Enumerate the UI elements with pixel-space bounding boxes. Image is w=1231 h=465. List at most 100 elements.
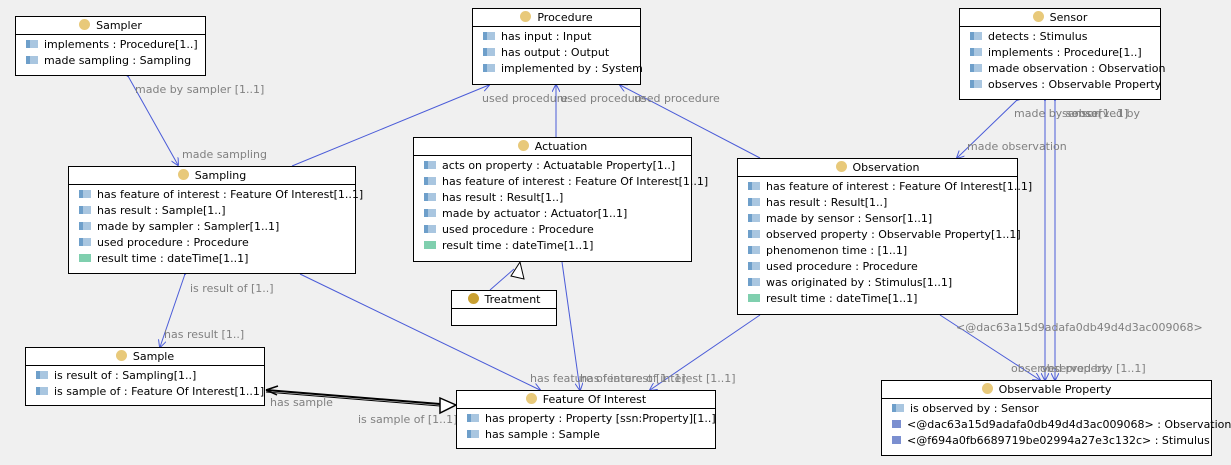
attribute-row[interactable]: implements : Procedure[1..] (960, 45, 1160, 61)
label-has-sample: has sample (270, 396, 333, 409)
datatype-property-icon (424, 241, 436, 249)
attribute-row[interactable]: has sample : Sample (457, 427, 715, 443)
object-property-icon (424, 161, 436, 169)
object-property-icon (424, 225, 436, 233)
class-title: Sensor (1049, 11, 1088, 24)
edge-sampling-sample (160, 274, 185, 347)
attribute-row[interactable]: has result : Result[1..] (414, 190, 691, 206)
attribute-row[interactable]: phenomenon time : [1..1] (738, 243, 1017, 259)
attribute-label: used procedure : Procedure (442, 223, 594, 236)
attribute-row[interactable]: result time : dateTime[1..1] (414, 238, 691, 254)
class-icon (525, 393, 537, 404)
attribute-row[interactable]: has result : Sample[1..] (69, 203, 355, 219)
class-title: Actuation (534, 140, 588, 153)
object-property-icon (748, 246, 760, 254)
attribute-row[interactable]: is observed by : Sensor (882, 401, 1211, 417)
object-property-icon (483, 32, 495, 40)
attribute-row[interactable]: has result : Result[1..] (738, 195, 1017, 211)
class-icon (467, 293, 479, 304)
label-hfoi-2: has feature of interest [1..1] (580, 372, 736, 385)
class-icon (835, 161, 847, 172)
object-property-icon (748, 278, 760, 286)
object-property-icon (748, 182, 760, 190)
attribute-row[interactable]: has output : Output (473, 45, 640, 61)
attribute-label: made sampling : Sampling (44, 54, 192, 67)
class-title: Procedure (537, 11, 593, 24)
label-made-by-sampler: made by sampler [1..1] (135, 83, 264, 96)
attribute-label: has feature of interest : Feature Of Int… (97, 188, 364, 201)
attribute-row[interactable]: result time : dateTime[1..1] (738, 291, 1017, 307)
attribute-row[interactable]: made by sensor : Sensor[1..1] (738, 211, 1017, 227)
label-sensor-overlap: sensor[1..1] (1062, 107, 1128, 120)
class-icon (79, 19, 91, 30)
attribute-row[interactable]: made by sampler : Sampler[1..1] (69, 219, 355, 235)
class-observation[interactable]: Observation has feature of interest : Fe… (737, 158, 1032, 315)
attribute-row[interactable]: implements : Procedure[1..] (16, 37, 205, 53)
attribute-label: has output : Output (501, 46, 610, 59)
label-made-sampling: made sampling (182, 148, 267, 161)
attribute-row[interactable]: result time : dateTime[1..1] (69, 251, 355, 267)
object-property-icon (483, 64, 495, 72)
class-sample[interactable]: Sample is result of : Sampling[1..]is sa… (25, 347, 265, 406)
attribute-row[interactable]: has feature of interest : Feature Of Int… (738, 179, 1032, 195)
attribute-row[interactable]: detects : Stimulus (960, 29, 1160, 45)
attribute-row[interactable]: observes : Observable Property (960, 77, 1161, 93)
attribute-label: result time : dateTime[1..1] (97, 252, 249, 265)
attribute-row[interactable]: <@f694a0fb6689719be02994a27e3c132c> : St… (882, 433, 1211, 449)
object-property-icon (424, 193, 436, 201)
object-property-icon (36, 371, 48, 379)
attribute-row[interactable]: made by actuator : Actuator[1..1] (414, 206, 691, 222)
label-made-observation: made observation (967, 140, 1067, 153)
attribute-row[interactable]: used procedure : Procedure (69, 235, 355, 251)
label-is-sample-of: is sample of [1..1] (358, 413, 457, 426)
attribute-label: has result : Result[1..] (442, 191, 564, 204)
attribute-label: observed property : Observable Property[… (766, 228, 1021, 241)
class-feature-of-interest[interactable]: Feature Of Interest has property : Prope… (456, 390, 716, 449)
attribute-row[interactable]: is result of : Sampling[1..] (26, 368, 264, 384)
object-property-icon (748, 198, 760, 206)
class-sampling[interactable]: Sampling has feature of interest : Featu… (68, 166, 363, 274)
attribute-row[interactable]: acts on property : Actuatable Property[1… (414, 158, 691, 174)
datatype-property-icon (748, 294, 760, 302)
attribute-row[interactable]: has feature of interest : Feature Of Int… (414, 174, 708, 190)
attribute-row[interactable]: used procedure : Procedure (414, 222, 691, 238)
attribute-label: implements : Procedure[1..] (988, 46, 1142, 59)
class-sampler[interactable]: Sampler implements : Procedure[1..]made … (15, 16, 206, 76)
attribute-row[interactable]: made sampling : Sampling (16, 53, 205, 69)
label-observed-overlap: observed by (1040, 362, 1108, 375)
class-actuation[interactable]: Actuation acts on property : Actuatable … (413, 137, 708, 262)
attribute-row[interactable]: was originated by : Stimulus[1..1] (738, 275, 1017, 291)
attribute-label: result time : dateTime[1..1] (442, 239, 594, 252)
class-title: Sample (132, 350, 175, 363)
attribute-row[interactable]: implemented by : System (473, 61, 643, 77)
class-icon (981, 383, 993, 394)
class-observable-property[interactable]: Observable Property is observed by : Sen… (881, 380, 1231, 456)
object-property-icon (970, 48, 982, 56)
class-treatment[interactable]: Treatment (451, 290, 557, 326)
attribute-label: made observation : Observation (988, 62, 1166, 75)
attribute-label: implements : Procedure[1..] (44, 38, 198, 51)
attribute-row[interactable]: is sample of : Feature Of Interest[1..1] (26, 384, 264, 400)
object-property-icon (424, 177, 436, 185)
attribute-row[interactable]: has feature of interest : Feature Of Int… (69, 187, 363, 203)
edge-sensor-observation (957, 100, 1017, 158)
attribute-row[interactable]: has property : Property [ssn:Property][1… (457, 411, 716, 427)
attribute-row[interactable]: made observation : Observation (960, 61, 1165, 77)
object-property-icon (970, 64, 982, 72)
label-made-by-sensor: made by sensor (1014, 107, 1103, 120)
label-has-result: has result [1..] (164, 328, 244, 341)
attribute-row[interactable]: <@dac63a15d9adafa0db49d4d3ac009068> : Ob… (882, 417, 1231, 433)
attribute-row[interactable]: has input : Input (473, 29, 640, 45)
class-icon (177, 169, 189, 180)
attribute-row[interactable]: observed property : Observable Property[… (738, 227, 1021, 243)
object-property-icon (36, 387, 48, 395)
object-property-icon (467, 414, 479, 422)
edge-sampler-sampling (128, 76, 178, 165)
class-icon (520, 11, 532, 22)
label-used-procedure-3: used procedure (634, 92, 720, 105)
attribute-row[interactable]: used procedure : Procedure (738, 259, 1017, 275)
label-used-procedure-1: used procedure (482, 92, 568, 105)
